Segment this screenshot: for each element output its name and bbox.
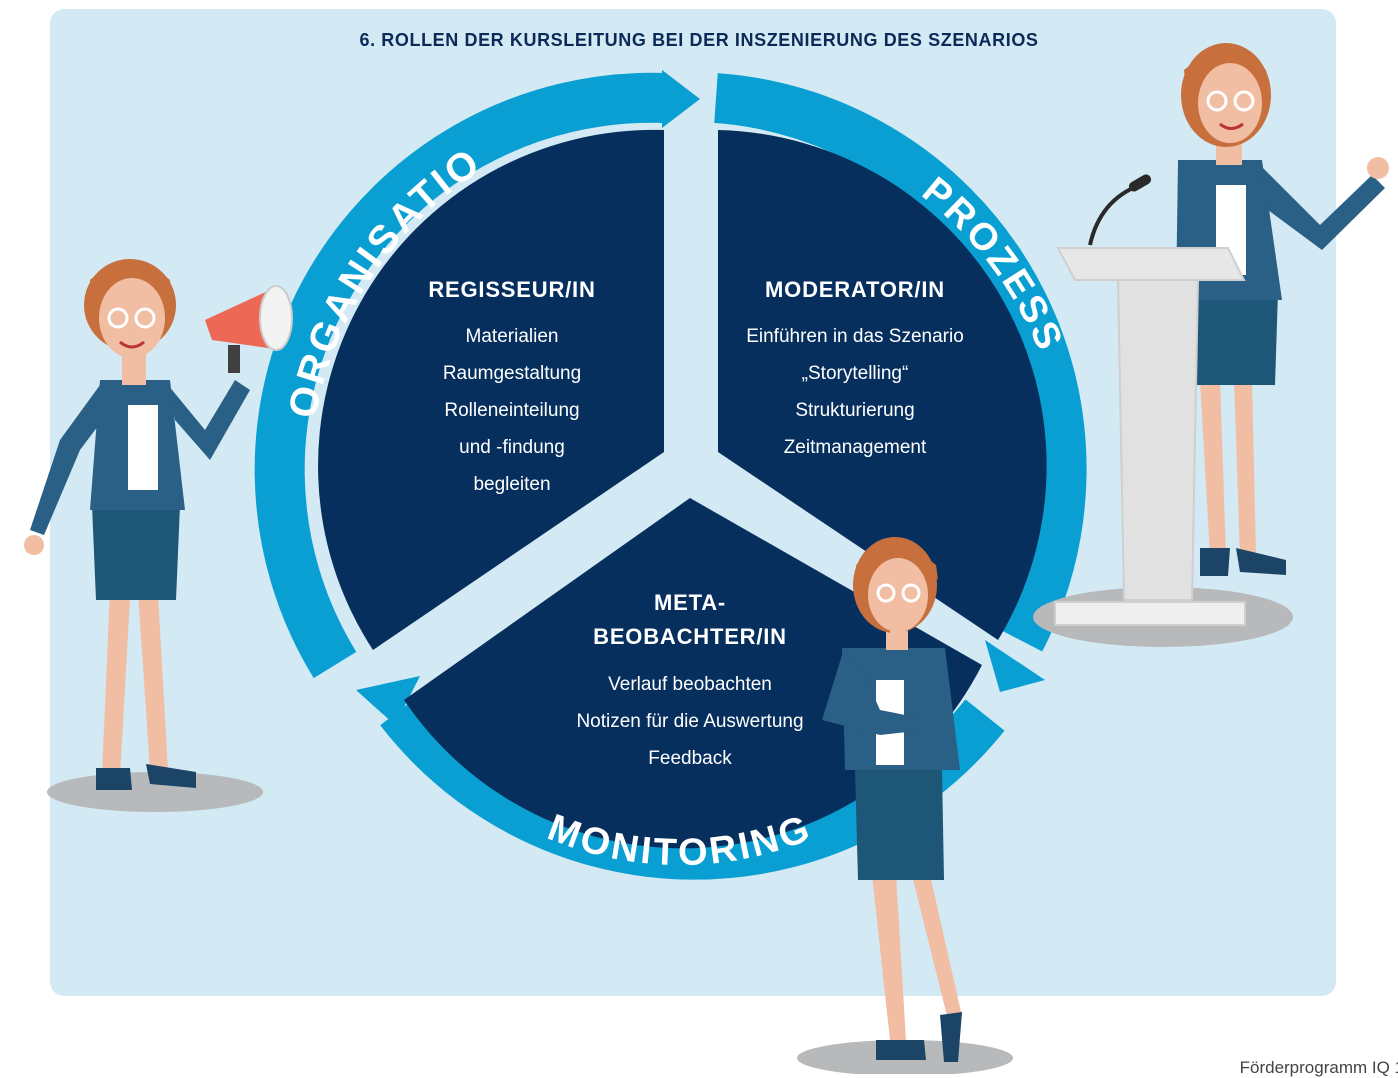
segment-regisseur — [318, 129, 664, 650]
figure-lectern-woman — [1033, 43, 1389, 647]
list-item: Notizen für die Auswertung — [576, 711, 804, 732]
list-item: Feedback — [648, 748, 732, 769]
list-item: Verlauf beobachten — [608, 674, 772, 695]
list-item: Materialien — [465, 326, 559, 347]
pie-segments — [318, 129, 1047, 849]
list-item: Strukturierung — [795, 400, 915, 421]
segment-heading-meta: META- — [653, 590, 727, 615]
list-item: Einführen in das Szenario — [746, 326, 964, 347]
list-item: „Storytelling“ — [801, 363, 909, 384]
arrow-head-top — [662, 70, 700, 128]
list-item: Rolleneinteilung — [444, 400, 580, 421]
ring-arc-organisation — [254, 72, 665, 679]
arrow-head-left — [356, 676, 420, 725]
segment-heading-meta-line2: BEOBACHTER/IN — [593, 624, 787, 649]
segment-moderator — [718, 130, 1047, 640]
segment-heading-moderator: MODERATOR/IN — [765, 277, 945, 302]
segment-heading-regisseur: REGISSEUR/IN — [428, 277, 596, 302]
list-item: begleiten — [473, 474, 551, 495]
segment-meta — [404, 498, 982, 849]
ring-arc-prozess — [714, 73, 1087, 652]
list-item: Raumgestaltung — [442, 363, 582, 384]
diagram-title: 6. ROLLEN DER KURSLEITUNG BEI DER INSZEN… — [359, 30, 1039, 50]
list-item: und -findung — [459, 437, 565, 458]
footer-text: Förderprogramm IQ 1 — [1239, 1058, 1398, 1077]
figure-thinking-woman — [797, 537, 1013, 1074]
figure-megaphone-woman — [24, 259, 293, 812]
list-item: Zeitmanagement — [783, 437, 927, 458]
arrow-head-right — [985, 640, 1045, 692]
